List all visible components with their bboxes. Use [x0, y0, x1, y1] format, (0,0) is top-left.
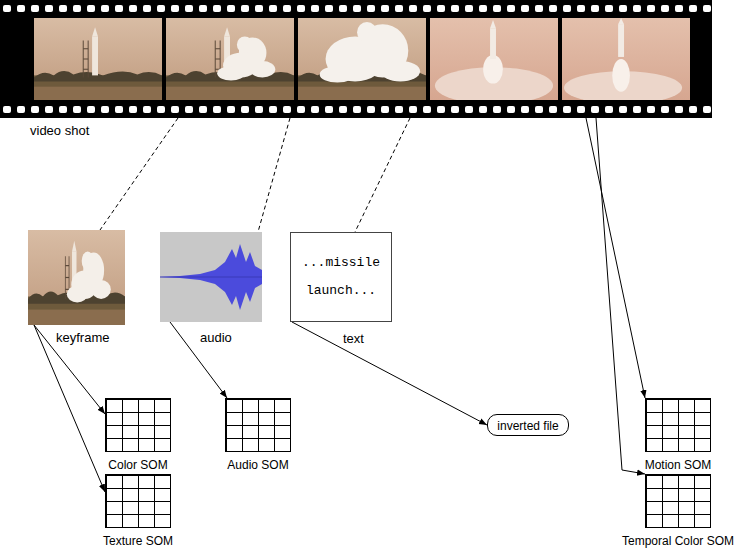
text-holder: Color SOM [108, 455, 167, 473]
box-text: ...missile launch... [295, 249, 387, 305]
som-grid: Temporal Color SOM [645, 474, 711, 528]
arrow-link [292, 322, 487, 425]
text-holder: audio [200, 328, 232, 346]
dashed-link [258, 118, 290, 232]
text-holder: keyframe [56, 328, 109, 346]
node-label: keyframe [56, 331, 109, 346]
text-holder: video shot [30, 121, 89, 139]
audio-waveform: audio [160, 232, 262, 322]
waveform-picture [160, 232, 262, 322]
node-label: Motion SOM [645, 459, 712, 473]
node-label: video shot [30, 124, 89, 139]
som-grid: Motion SOM [645, 398, 711, 452]
text-holder: ...missile launch... [295, 249, 387, 305]
arrow-link [596, 118, 645, 474]
keyframe-picture [28, 230, 125, 325]
node-label: Texture SOM [103, 535, 173, 549]
som-grid: Color SOM [105, 398, 171, 452]
text-holder: Texture SOM [103, 531, 173, 549]
keyframe-image: keyframe [28, 230, 125, 325]
inverted-file-box: inverted file [487, 414, 569, 436]
arrow-link [586, 118, 645, 398]
node-label: Color SOM [108, 459, 167, 473]
text-holder: Audio SOM [227, 455, 288, 473]
node-label: Temporal Color SOM [622, 535, 734, 549]
text-holder: Motion SOM [645, 455, 712, 473]
text-holder: Temporal Color SOM [622, 531, 734, 549]
text-box: ...missile launch...text [290, 232, 392, 322]
dashed-link [100, 118, 178, 230]
dashed-link [355, 118, 410, 232]
som-grid: Audio SOM [225, 398, 291, 452]
node-label: text [343, 332, 364, 347]
arrow-link [34, 325, 105, 492]
film-strip-picture [0, 0, 712, 118]
node-label: Audio SOM [227, 459, 288, 473]
som-grid: Texture SOM [105, 474, 171, 528]
text-holder: text [343, 329, 364, 347]
node-label: audio [200, 331, 232, 346]
box-text: inverted file [497, 420, 558, 434]
text-holder: inverted file [497, 416, 558, 434]
film-strip: video shot [0, 0, 712, 118]
